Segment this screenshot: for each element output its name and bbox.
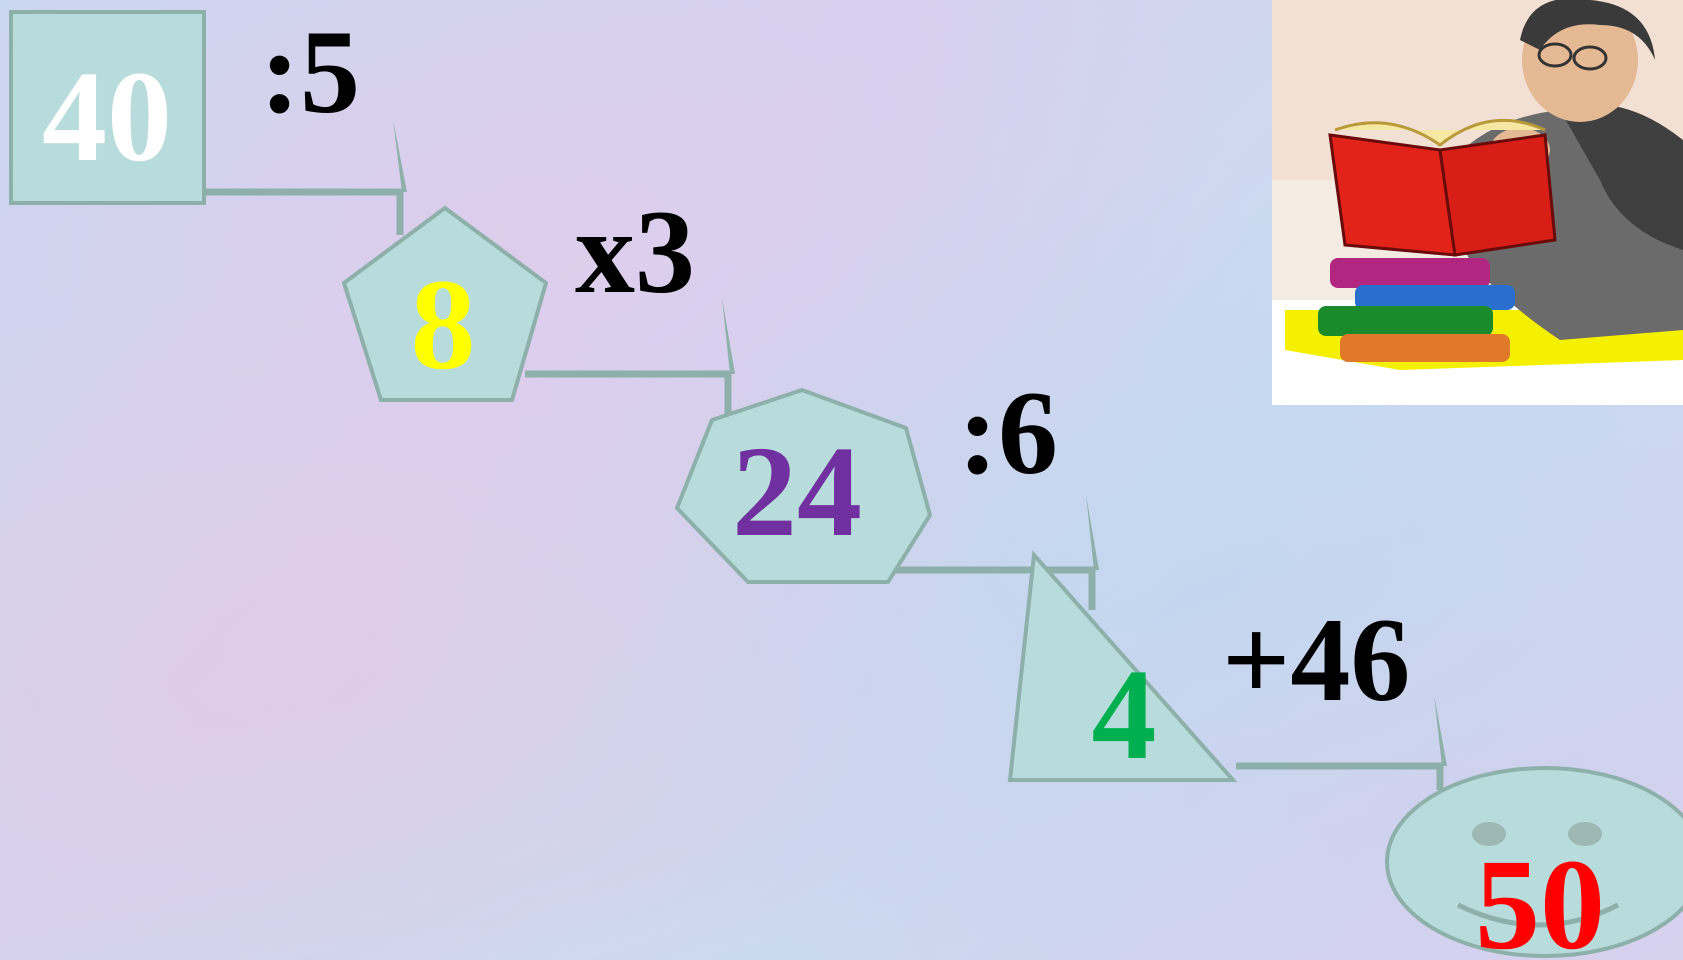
- arrow-head-3: [1086, 495, 1099, 570]
- node-pentagon: 8: [341, 205, 549, 402]
- node-50-value: 50: [1475, 833, 1605, 960]
- smiley-mouth: [1456, 902, 1620, 928]
- operation-divide-5: :5: [260, 5, 360, 138]
- node-24-value: 24: [732, 420, 862, 564]
- arrow-head-2: [722, 298, 735, 374]
- node-square: 40: [9, 10, 206, 205]
- arrow-head-4: [1434, 695, 1447, 766]
- arrow-8-to-24: [525, 370, 732, 415]
- node-4-value: 4: [1092, 643, 1157, 787]
- arrow-24-to-4: [888, 566, 1096, 610]
- professor-reading-book-icon: [1272, 0, 1683, 405]
- node-triangle: 4: [1007, 550, 1238, 787]
- arrow-4-to-50: [1236, 762, 1444, 790]
- node-smiley: 50: [1385, 766, 1683, 960]
- node-40-value: 40: [42, 45, 172, 189]
- smiley-right-eye: [1568, 822, 1602, 846]
- node-heptagon: 24: [674, 387, 933, 584]
- operation-add-46: +46: [1222, 593, 1410, 726]
- operation-divide-6: :6: [958, 366, 1058, 499]
- arrow-40-to-8: [205, 188, 404, 235]
- smiley-left-eye: [1472, 822, 1506, 846]
- operation-multiply-3: x3: [575, 185, 695, 318]
- arrow-head-1: [393, 120, 407, 192]
- node-8-value: 8: [411, 253, 476, 397]
